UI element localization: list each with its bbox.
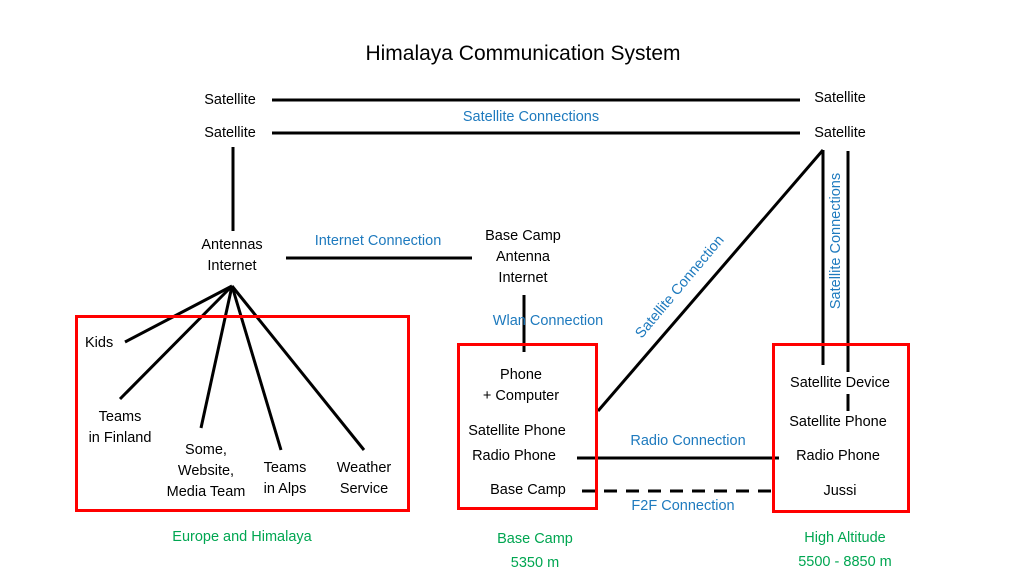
node-phone-computer: Phone + Computer bbox=[482, 367, 560, 404]
node-satellite-right-upper: Satellite bbox=[814, 90, 866, 106]
node-satellite-left-lower: Satellite bbox=[204, 125, 256, 141]
group-box-europe bbox=[75, 315, 410, 512]
caption-base-camp-altitude: Base Camp 5350 m bbox=[497, 531, 573, 571]
node-satellite-device: Satellite Device bbox=[790, 375, 890, 391]
node-base-camp-antenna-internet: Base Camp Antenna Internet bbox=[485, 228, 561, 286]
label-f2f-connection: F2F Connection bbox=[631, 498, 735, 514]
node-radio-phone-high: Radio Phone bbox=[796, 448, 880, 464]
group-box-base-camp bbox=[457, 343, 598, 510]
node-satellite-right-lower: Satellite bbox=[814, 125, 866, 141]
node-base-camp: Base Camp bbox=[490, 482, 566, 498]
caption-europe-and-himalaya: Europe and Himalaya bbox=[172, 529, 312, 545]
diagram-title: Himalaya Communication System bbox=[365, 42, 681, 65]
node-kids: Kids bbox=[85, 335, 114, 351]
node-jussi: Jussi bbox=[823, 483, 857, 499]
label-internet-connection: Internet Connection bbox=[314, 233, 442, 249]
node-weather-service: Weather Service bbox=[336, 460, 392, 497]
label-satellite-connection-diagonal: Satellite Connection bbox=[632, 232, 728, 342]
node-teams-in-finland: Teams in Finland bbox=[88, 409, 152, 446]
node-some-website-media: Some, Website, Media Team bbox=[166, 442, 246, 500]
node-satellite-left-upper: Satellite bbox=[204, 92, 256, 108]
group-box-high-altitude bbox=[772, 343, 910, 513]
node-teams-in-alps: Teams in Alps bbox=[263, 460, 307, 497]
node-antennas-internet: Antennas Internet bbox=[201, 237, 263, 274]
label-satellite-connections-vertical: Satellite Connections bbox=[828, 172, 844, 310]
node-radio-phone-base: Radio Phone bbox=[472, 448, 556, 464]
node-satellite-phone-base: Satellite Phone bbox=[468, 423, 566, 439]
label-satellite-connections-top: Satellite Connections bbox=[462, 109, 600, 125]
caption-high-altitude: High Altitude 5500 - 8850 m bbox=[798, 530, 892, 570]
label-wlan-connection: Wlan Connection bbox=[492, 313, 604, 329]
node-satellite-phone-high: Satellite Phone bbox=[789, 414, 887, 430]
label-radio-connection: Radio Connection bbox=[630, 433, 746, 449]
